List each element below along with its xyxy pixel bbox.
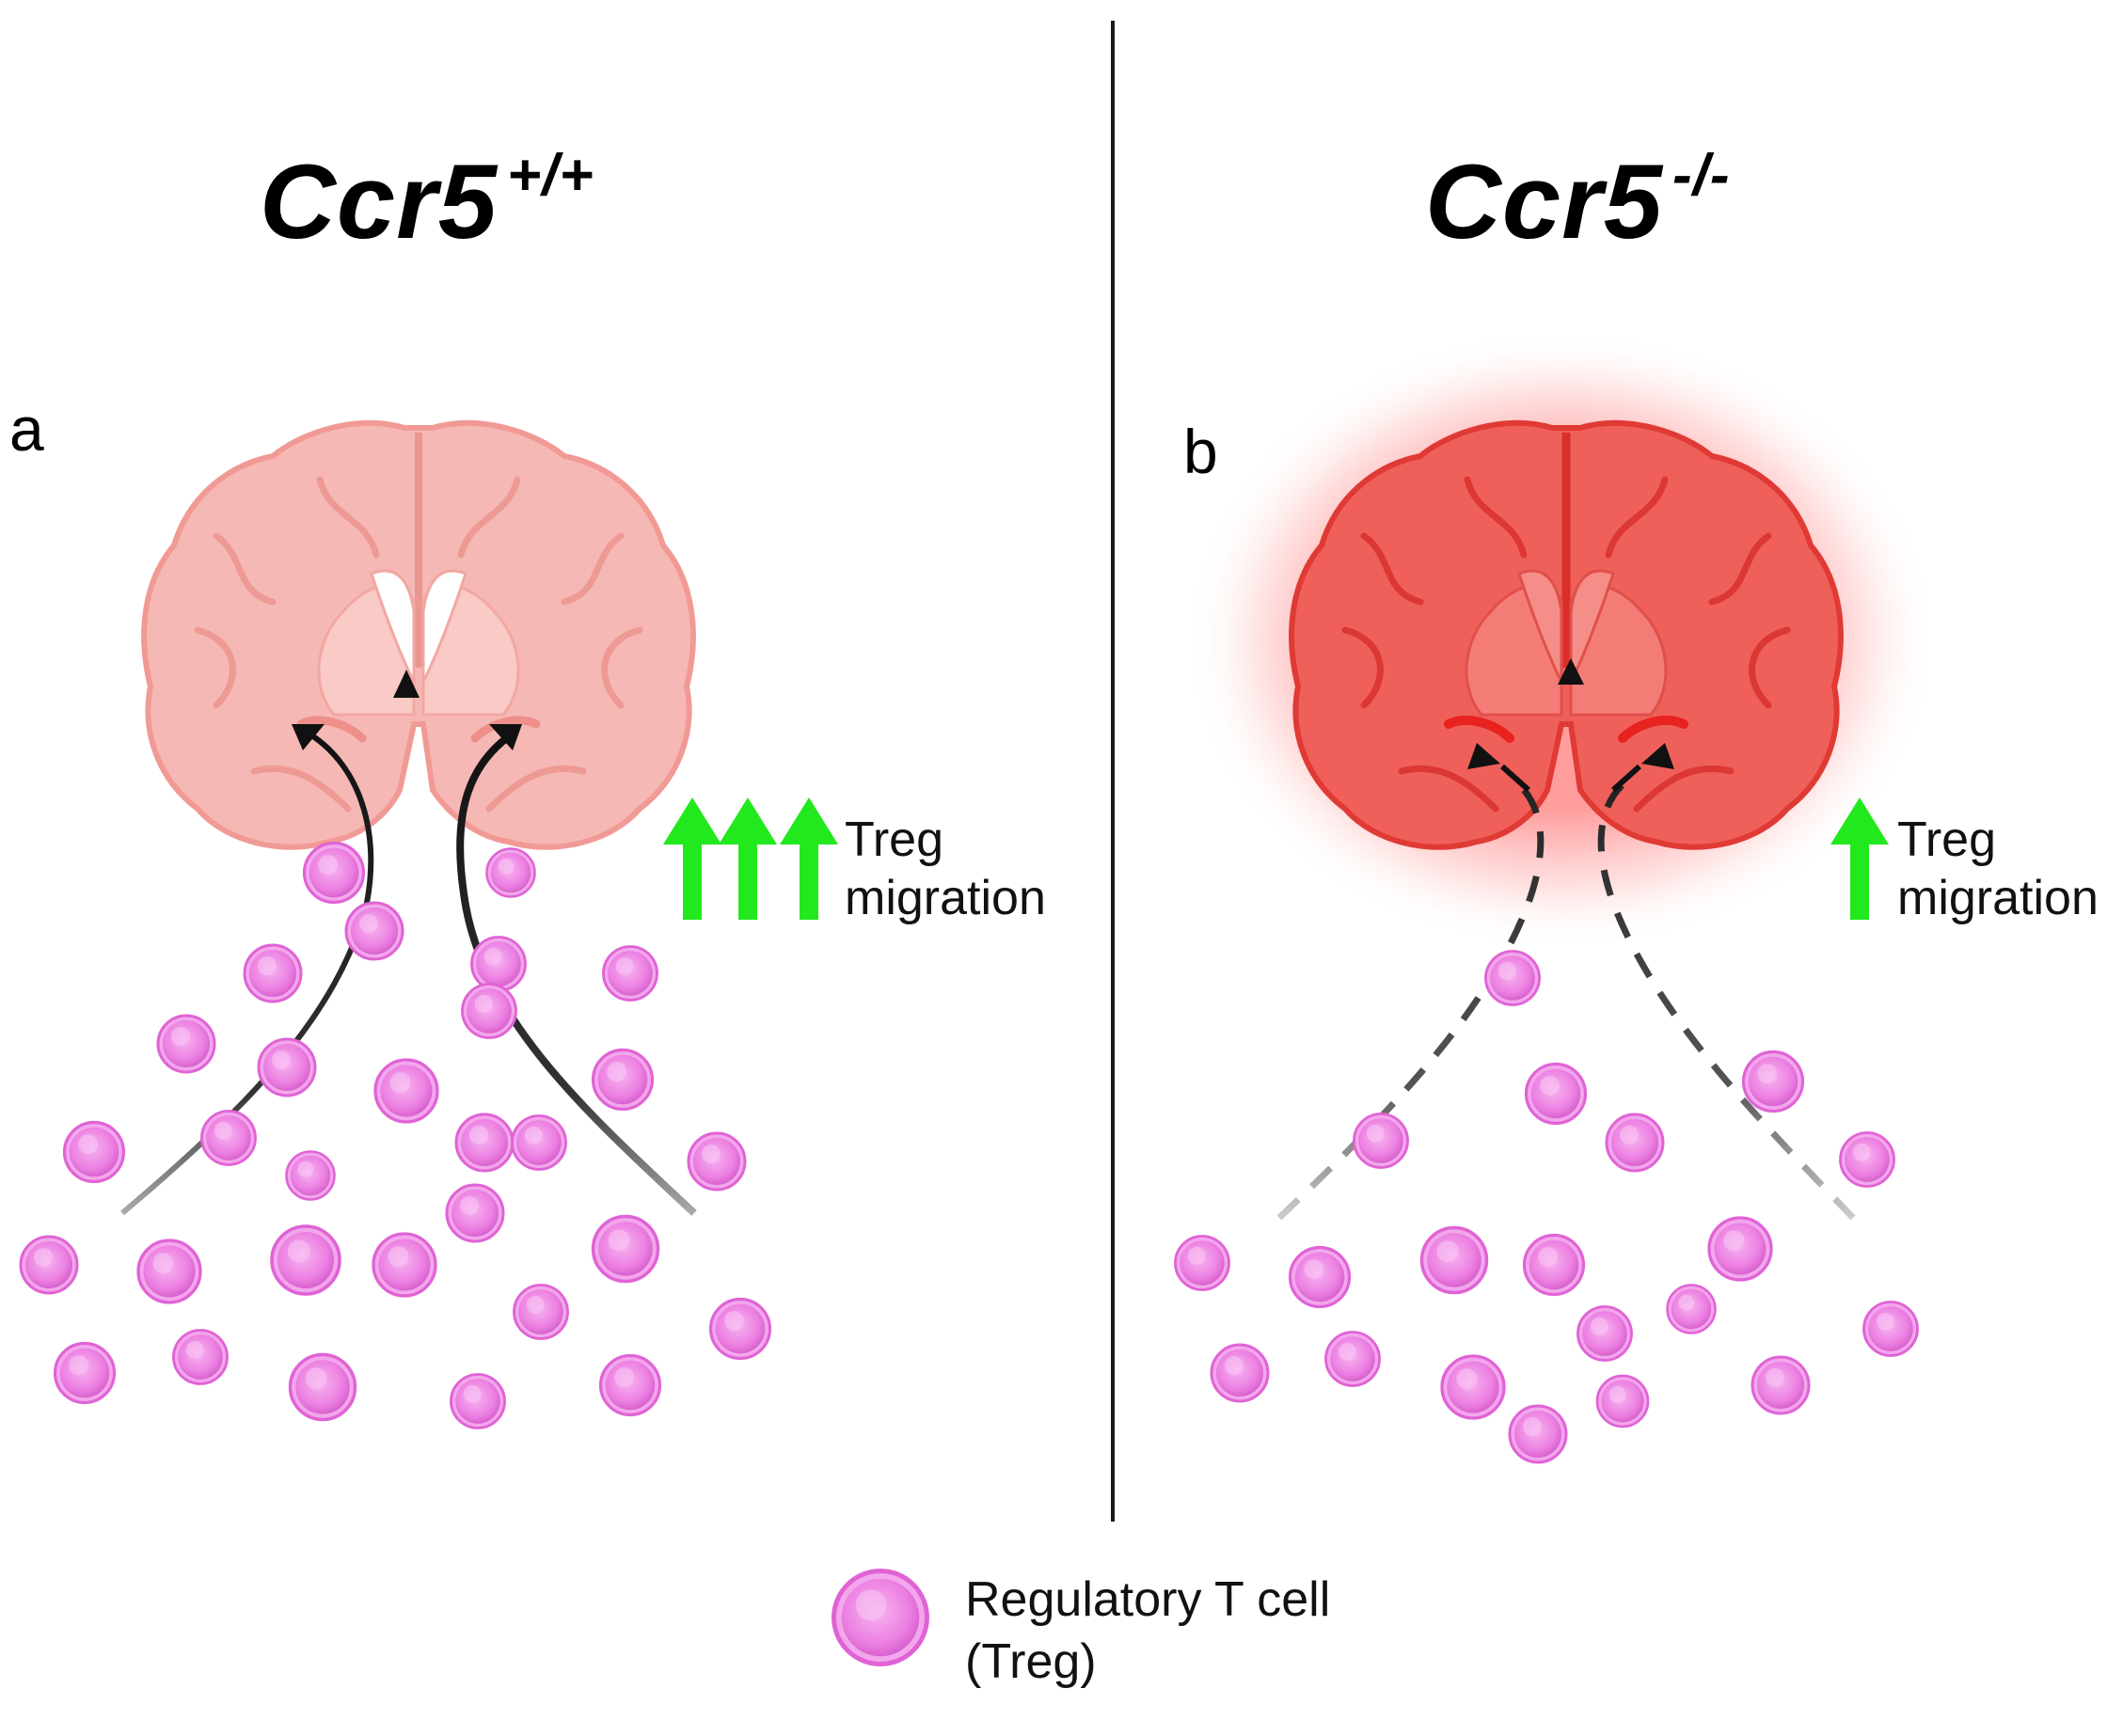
treg-cells-a [19,841,772,1429]
genotype-sup-a: +/+ [507,143,594,208]
migration-arrows-b [1830,797,1889,920]
migration-label-b-line1: Treg [1897,813,1996,867]
path-a-right [456,728,697,1216]
migration-arrows-a [663,797,838,920]
migration-label-a-line1: Treg [845,813,943,867]
path-b-right [1597,778,1856,1221]
legend-line2: (Treg) [965,1634,1097,1689]
genotype-name-b: Ccr5 [1425,143,1664,260]
regulatory-t-cell-icon [834,1571,927,1665]
genotype-sup-b: -/- [1672,143,1731,208]
migration-label-b: Treg migration [1897,811,2099,927]
migration-label-a: Treg migration [845,811,1046,927]
green-up-arrow-icon [719,797,777,920]
green-up-arrow-icon [663,797,721,920]
genotype-name-a: Ccr5 [260,143,499,260]
brain-a [141,419,696,850]
migration-label-b-line2: migration [1897,871,2099,925]
genotype-title-a: Ccr5+/+ [260,141,594,262]
legend-label: Regulatory T cell (Treg) [965,1569,1330,1693]
legend-line1: Regulatory T cell [965,1572,1331,1627]
green-up-arrow-icon [1830,797,1889,920]
migration-label-a-line2: migration [845,871,1046,925]
green-up-arrow-icon [780,797,838,920]
panel-letter-a: a [9,394,44,464]
panel-letter-b: b [1183,417,1218,486]
brain-b [1289,419,1844,850]
genotype-title-b: Ccr5-/- [1425,141,1731,262]
